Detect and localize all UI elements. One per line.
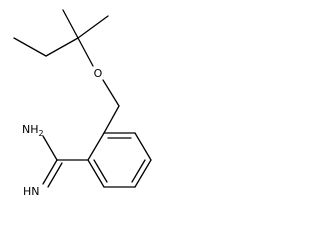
amine-label-text: NH [22, 123, 39, 136]
bond-ethyl-ch2 [45, 37, 79, 57]
bond-quaternary-methyl-b [77, 15, 109, 39]
amine-label-subscript: 2 [39, 129, 44, 138]
ring-bond-6 [87, 132, 105, 161]
bond-methylene-ring [103, 105, 120, 134]
amine-label: NH2 [22, 123, 44, 138]
ring-bond-3 [134, 159, 152, 188]
bond-amidine-imine-b [47, 162, 63, 188]
imine-label: HN [23, 185, 40, 198]
bond-quaternary-carbon-oxygen [77, 37, 94, 67]
bond-amidine-carbon-amine [42, 135, 58, 161]
bond-ethyl-ch3 [13, 37, 47, 57]
bond-quaternary-methyl-a [62, 9, 79, 39]
oxygen-label: O [94, 67, 103, 80]
bond-amidine-imine-a [42, 159, 58, 185]
ring-inner-bond-c [93, 159, 108, 183]
structure-diagram: O NH2 HN [13, 9, 152, 198]
bonds [13, 9, 152, 188]
ring-inner-bond-b [131, 159, 146, 183]
bond-oxygen-methylene [102, 79, 120, 107]
ring-bond-2 [134, 132, 152, 161]
ring-bond-5 [87, 159, 105, 188]
atom-labels: O NH2 HN [22, 67, 103, 198]
